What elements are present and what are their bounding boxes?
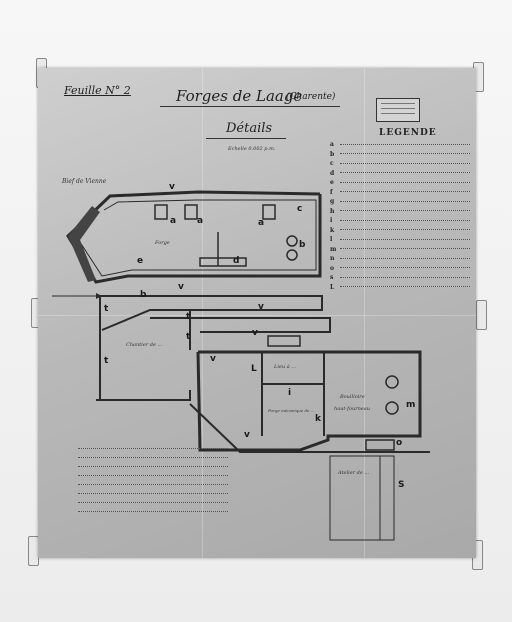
forge-inner-wall <box>75 199 317 277</box>
marker-v: v <box>178 282 184 292</box>
legend-item: n <box>330 254 470 264</box>
title-underline <box>160 106 340 107</box>
marker-t: t <box>104 304 109 314</box>
canal-label: Chantier de ... <box>126 342 163 348</box>
room-label: Forge mécanique de ... <box>268 408 315 413</box>
legend-item: e <box>330 178 470 188</box>
marker-t: t <box>104 356 109 366</box>
legend-item: L <box>330 283 470 293</box>
fold-line <box>38 315 476 316</box>
river-label: Bief de Vienne <box>62 178 107 185</box>
legend-title: LEGENDE <box>379 128 437 138</box>
forge-hearth <box>184 204 198 220</box>
sheet-number: Feuille N° 2 <box>64 84 131 97</box>
lower-building-wall <box>196 350 422 452</box>
boiler <box>385 375 399 389</box>
canal-wall <box>100 295 323 331</box>
marker-m: m <box>406 400 416 410</box>
room-label: Bouilloire <box>340 394 365 400</box>
legend-item: d <box>330 169 470 179</box>
marker-k: k <box>315 414 321 424</box>
boiler <box>385 401 399 415</box>
drawing-sheet <box>38 68 476 558</box>
sluice-gate <box>267 335 301 347</box>
marker-v: v <box>210 354 216 364</box>
marker-d: d <box>233 256 240 266</box>
forge-hatch <box>68 206 100 282</box>
arrow-head-icon <box>96 293 102 299</box>
marker-t: t <box>186 312 191 322</box>
marker-s: S <box>398 480 405 490</box>
marker-v: v <box>252 328 258 338</box>
forge-label: Forge <box>155 240 170 246</box>
archive-stamp <box>376 98 420 122</box>
marker-v: v <box>169 182 175 192</box>
legend-item: a <box>330 140 470 150</box>
scale-note: Echelle 0.002 p.m. <box>228 146 276 152</box>
marker-a: a <box>197 216 204 226</box>
forge-hearth <box>262 204 276 220</box>
legend-item: i <box>330 216 470 226</box>
boiler <box>286 235 298 247</box>
legend-item: l <box>330 235 470 245</box>
tape-mid-right <box>476 300 487 330</box>
marker-e: e <box>137 256 144 266</box>
drawing-title: Forges de Laage <box>176 87 303 105</box>
legend-item: c <box>330 159 470 169</box>
marker-a: a <box>258 218 265 228</box>
drawing-title-region: (Charente) <box>286 92 336 102</box>
forge-hearth <box>154 204 168 220</box>
marker-a: a <box>170 216 177 226</box>
explanatory-note <box>78 448 228 520</box>
legend-item: h <box>330 207 470 217</box>
marker-b: b <box>140 290 147 300</box>
canal-wall <box>150 317 331 333</box>
legend-item: b <box>330 150 470 160</box>
marker-i: i <box>288 388 292 398</box>
marker-v: v <box>258 302 264 312</box>
marker-l: L <box>251 364 257 374</box>
marker-o: o <box>396 438 403 448</box>
legend-item: g <box>330 197 470 207</box>
legend-item: s <box>330 273 470 283</box>
marker-b: b <box>299 240 306 250</box>
drawing-subtitle: Détails <box>226 121 273 136</box>
legend-item: k <box>330 226 470 236</box>
lower-annex <box>329 455 395 541</box>
legend-item: m <box>330 245 470 255</box>
legend-item: f <box>330 188 470 198</box>
marker-t: t <box>186 332 191 342</box>
room-label: haut-fourneau <box>334 406 370 412</box>
marker-c: c <box>297 204 303 214</box>
boiler <box>286 249 298 261</box>
legend-item: o <box>330 264 470 274</box>
room-label: Lieu à ... <box>274 364 297 370</box>
fold-line <box>202 68 203 558</box>
marker-v: v <box>244 430 250 440</box>
bend-wall <box>189 403 430 453</box>
machine-base <box>199 257 247 267</box>
annex-label: Atelier de ... <box>338 470 370 476</box>
subtitle-underline <box>206 138 286 139</box>
fold-line <box>364 68 365 558</box>
left-wall <box>96 390 191 401</box>
sluice-gate <box>365 439 395 451</box>
legend-list: a b c d e f g h i k l m n o s L <box>330 140 470 292</box>
